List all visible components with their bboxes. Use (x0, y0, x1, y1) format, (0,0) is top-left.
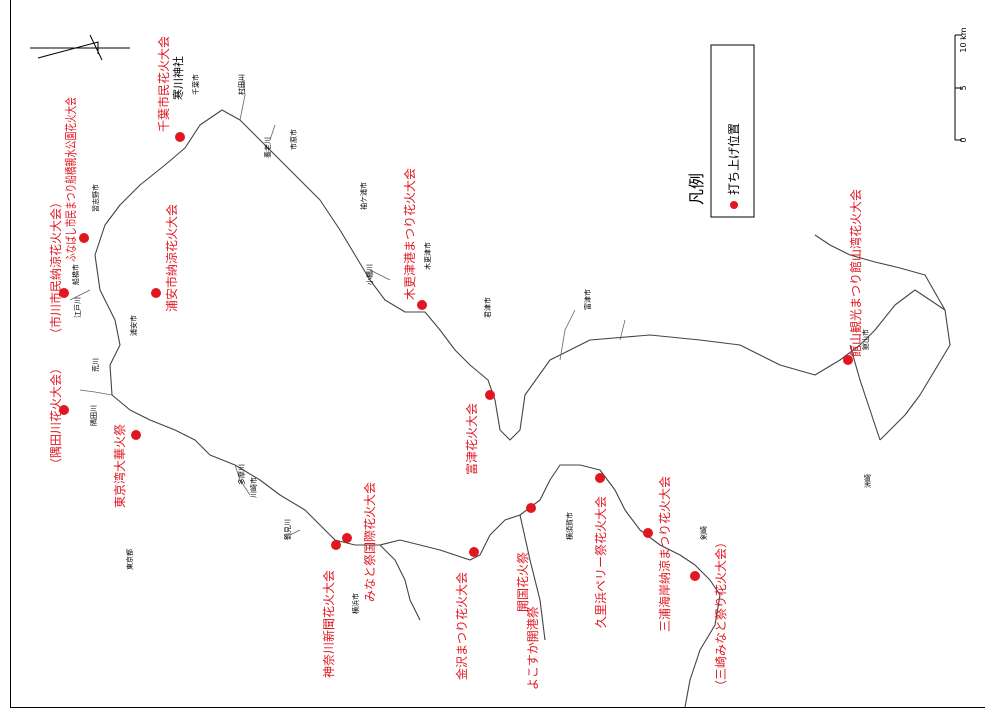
event-label-chiba: 千葉市民花火大会 (156, 36, 171, 132)
event-label-urayasu: 浦安市納涼花火大会 (164, 204, 179, 312)
scale-label-10km: 10 km (959, 27, 968, 52)
event-label-yokosuka: よこすか開港祭 (526, 606, 540, 690)
site-dot-minato[interactable] (342, 533, 352, 543)
site-dot-funabashi[interactable] (79, 233, 89, 243)
scale-label-0: 0 (959, 137, 968, 142)
site-dot-urayasu[interactable] (151, 288, 161, 298)
event-label-tateyama: 館山観光まつり館山湾花火大会 (848, 189, 863, 357)
site-dot-kaikoku[interactable] (526, 503, 536, 513)
place-arakawa: 荒川 (91, 358, 100, 372)
event-label-kurihama: 久里浜ペリー祭花火大会 (593, 496, 608, 628)
event-label-funabashi: ふなばし市民まつり船橋親水公園花火大会 (63, 97, 78, 262)
site-dot-tateyama[interactable] (843, 355, 853, 365)
site-dot-chiba[interactable] (175, 132, 185, 142)
site-dot-misaki[interactable] (690, 571, 700, 581)
place-sumidagawa: 隅田川 (89, 405, 98, 426)
place-tamagawa: 多摩川 (237, 464, 246, 485)
event-labels: 千葉市民花火大会 ふなばし市民まつり船橋親水公園花火大会 （市川市民納涼花火大会… (48, 36, 863, 692)
site-dot-kanazawa[interactable] (469, 547, 479, 557)
place-kawasaki: 川崎市 (249, 477, 258, 498)
event-label-kanazawa: 金沢まつり花火大会 (454, 572, 469, 680)
event-label-futtsu: 富津花火大会 (464, 403, 479, 475)
place-tsurugisaki: 剣崎 (699, 526, 708, 540)
event-label-kaikoku: 開国花火祭 (515, 552, 530, 612)
site-dot-futtsu[interactable] (485, 390, 495, 400)
legend-dot-icon (730, 201, 738, 209)
place-suzaki: 洲崎 (863, 474, 872, 488)
place-samukawa: 寒川神社 (171, 56, 185, 100)
site-dot-miura[interactable] (643, 528, 653, 538)
place-urayasu: 浦安市 (129, 315, 138, 336)
place-kisarazu: 木更津市 (423, 242, 432, 270)
place-sodegaura: 袖ケ浦市 (359, 182, 368, 210)
event-label-kisarazu: 木更津港まつり花火大会 (402, 168, 417, 300)
place-murata: 村田川 (237, 74, 246, 95)
rivers (69, 74, 626, 536)
place-labels: 千葉市 寒川神社 村田川 養老川 市原市 袖ケ浦市 習志野市 船橋市 江戸川 浦… (71, 56, 872, 614)
site-dot-sumida[interactable] (59, 405, 69, 415)
legend-title: 凡例 (687, 173, 706, 205)
event-label-miura: 三浦海岸納涼まつり花火大会 (657, 476, 672, 632)
site-dot-ichikawa[interactable] (59, 288, 69, 298)
place-futtsu: 富津市 (583, 289, 592, 310)
place-yokosuka: 横須賀市 (565, 512, 574, 540)
place-tsurumi: 鶴見川 (283, 519, 292, 540)
event-label-misaki: （三崎みなと祭り花火大会） (713, 536, 728, 692)
place-chiba-city: 千葉市 (191, 74, 200, 95)
place-ichihara: 市原市 (289, 129, 298, 150)
event-label-kanagawa: 神奈川新聞花火大会 (321, 570, 336, 678)
event-label-tokyowan: 東京湾大華火祭 (112, 424, 127, 508)
site-dot-kurihama[interactable] (595, 473, 605, 483)
place-tokyo: 東京都 (125, 549, 134, 570)
place-funabashi: 船橋市 (71, 264, 80, 285)
scale-label-5: 5 (959, 85, 968, 90)
place-edogawa: 江戸川 (74, 297, 82, 318)
legend-entry: 打ち上げ位置 (726, 123, 741, 195)
place-narashino: 習志野市 (91, 184, 100, 212)
place-tateyama: 館山市 (861, 329, 870, 350)
fireworks-sites (59, 132, 853, 581)
place-yoro: 養老川 (263, 137, 272, 158)
place-yokohama: 横浜市 (351, 593, 360, 614)
event-label-minato: みなと祭国際花火大会 (362, 482, 377, 602)
place-kimitsu: 君津市 (483, 297, 492, 318)
north-arrow-icon (30, 34, 130, 61)
coastline (94, 109, 951, 708)
legend: 凡例 打ち上げ位置 (687, 44, 755, 218)
event-label-sumida: （隅田川花火大会） (48, 362, 63, 470)
site-dot-kanagawa[interactable] (331, 540, 341, 550)
place-obitsu: 小櫃川 (365, 264, 374, 285)
site-dot-kisarazu[interactable] (417, 300, 427, 310)
scale-bar: 10 km 5 0 (954, 27, 968, 143)
site-dot-tokyowan[interactable] (131, 430, 141, 440)
event-label-ichikawa: （市川市民納涼花火大会） (48, 196, 63, 340)
